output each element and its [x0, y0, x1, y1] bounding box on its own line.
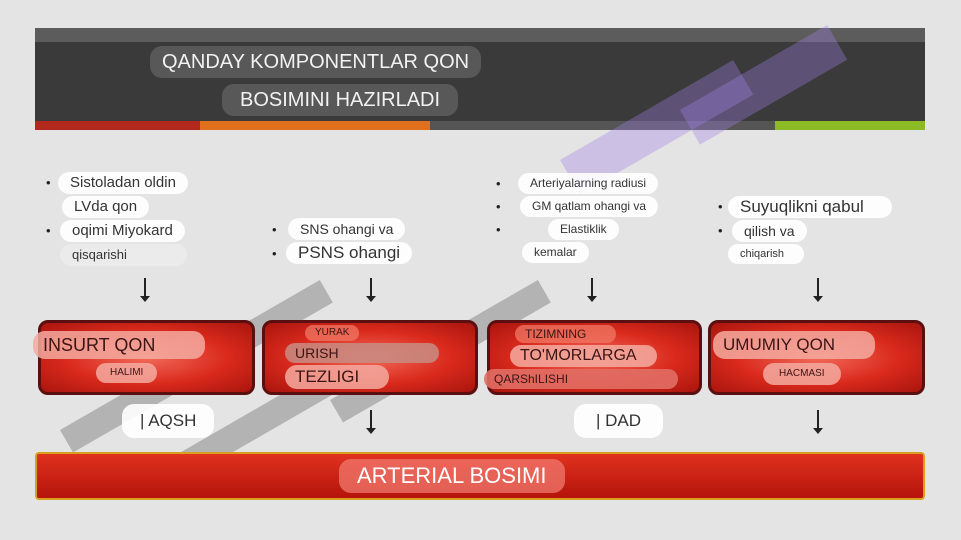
component-box-2: YURAK URISH TEZLIGI	[262, 320, 478, 395]
box-text: TIZIMNING	[515, 325, 617, 343]
bottom-title: ARTERIAL BOSIMI	[339, 459, 565, 493]
bullet-text: SNS ohangi va	[288, 218, 406, 240]
bullet-text: GM qatlam ohangi va	[520, 196, 659, 217]
bullet-text: Elastiklik	[548, 219, 619, 240]
box-text: TO'MORLARGA	[510, 345, 657, 367]
bullet-dot: •	[272, 246, 277, 261]
stripe-red	[35, 121, 200, 130]
stripe-orange	[200, 121, 430, 130]
arrow-down-icon	[813, 278, 823, 302]
bullet-text: Arteriyalarning radiusi	[518, 173, 659, 194]
bullet-text: kemalar	[522, 242, 589, 263]
title-line-2: BOSIMINI HAZIRLADI	[222, 84, 459, 116]
bullet-text: chiqarish	[728, 244, 805, 264]
arrow-down-icon	[366, 278, 376, 302]
label-aqsh: | AQSH	[122, 404, 215, 438]
box-text: HACMASI	[763, 363, 841, 385]
bullet-text: PSNS ohangi	[286, 242, 413, 264]
bullet-text: oqimi Miyokard	[60, 220, 185, 242]
component-box-4: UMUMIY QON HACMASI	[708, 320, 925, 395]
box-text: TEZLIGI	[285, 365, 390, 389]
arterial-pressure-bar: ARTERIAL BOSIMI	[35, 452, 925, 500]
component-box-3: TIZIMNING TO'MORLARGA QARShILISHI	[484, 320, 702, 395]
bullet-dot: •	[718, 199, 723, 214]
box-text: YURAK	[305, 325, 360, 341]
box-text: HALIMI	[96, 363, 158, 383]
arrow-down-icon	[813, 410, 823, 434]
box-text: URISH	[285, 343, 439, 363]
bullet-text: qilish va	[732, 220, 807, 242]
box-text: UMUMIY QON	[713, 331, 876, 359]
bullet-dot: •	[496, 222, 501, 237]
bullet-dot: •	[46, 223, 51, 238]
bullet-text: Suyuqlikni qabul	[728, 196, 892, 218]
bullet-dot: •	[46, 175, 51, 190]
arrow-down-icon	[587, 278, 597, 302]
header-banner: QANDAY KOMPONENTLAR QON BOSIMINI HAZIRLA…	[35, 28, 925, 130]
title-line-1: QANDAY KOMPONENTLAR QON	[150, 46, 482, 78]
arrow-down-icon	[140, 278, 150, 302]
stripe-gray	[430, 121, 775, 130]
bullet-dot: •	[272, 222, 277, 237]
bullet-text: qisqarishi	[60, 244, 187, 266]
bullet-dot: •	[718, 223, 723, 238]
bullet-dot: •	[496, 199, 501, 214]
bullet-text: Sistoladan oldin	[58, 172, 188, 194]
bullet-text: LVda qon	[62, 196, 150, 218]
stripe-green	[775, 121, 925, 130]
component-box-1: INSURT QON HALIMI	[33, 320, 255, 395]
box-text: INSURT QON	[33, 331, 206, 359]
box-text: QARShILISHI	[484, 369, 679, 389]
arrow-down-icon	[366, 410, 376, 434]
label-dad: | DAD	[574, 404, 664, 438]
bullet-dot: •	[496, 176, 501, 191]
